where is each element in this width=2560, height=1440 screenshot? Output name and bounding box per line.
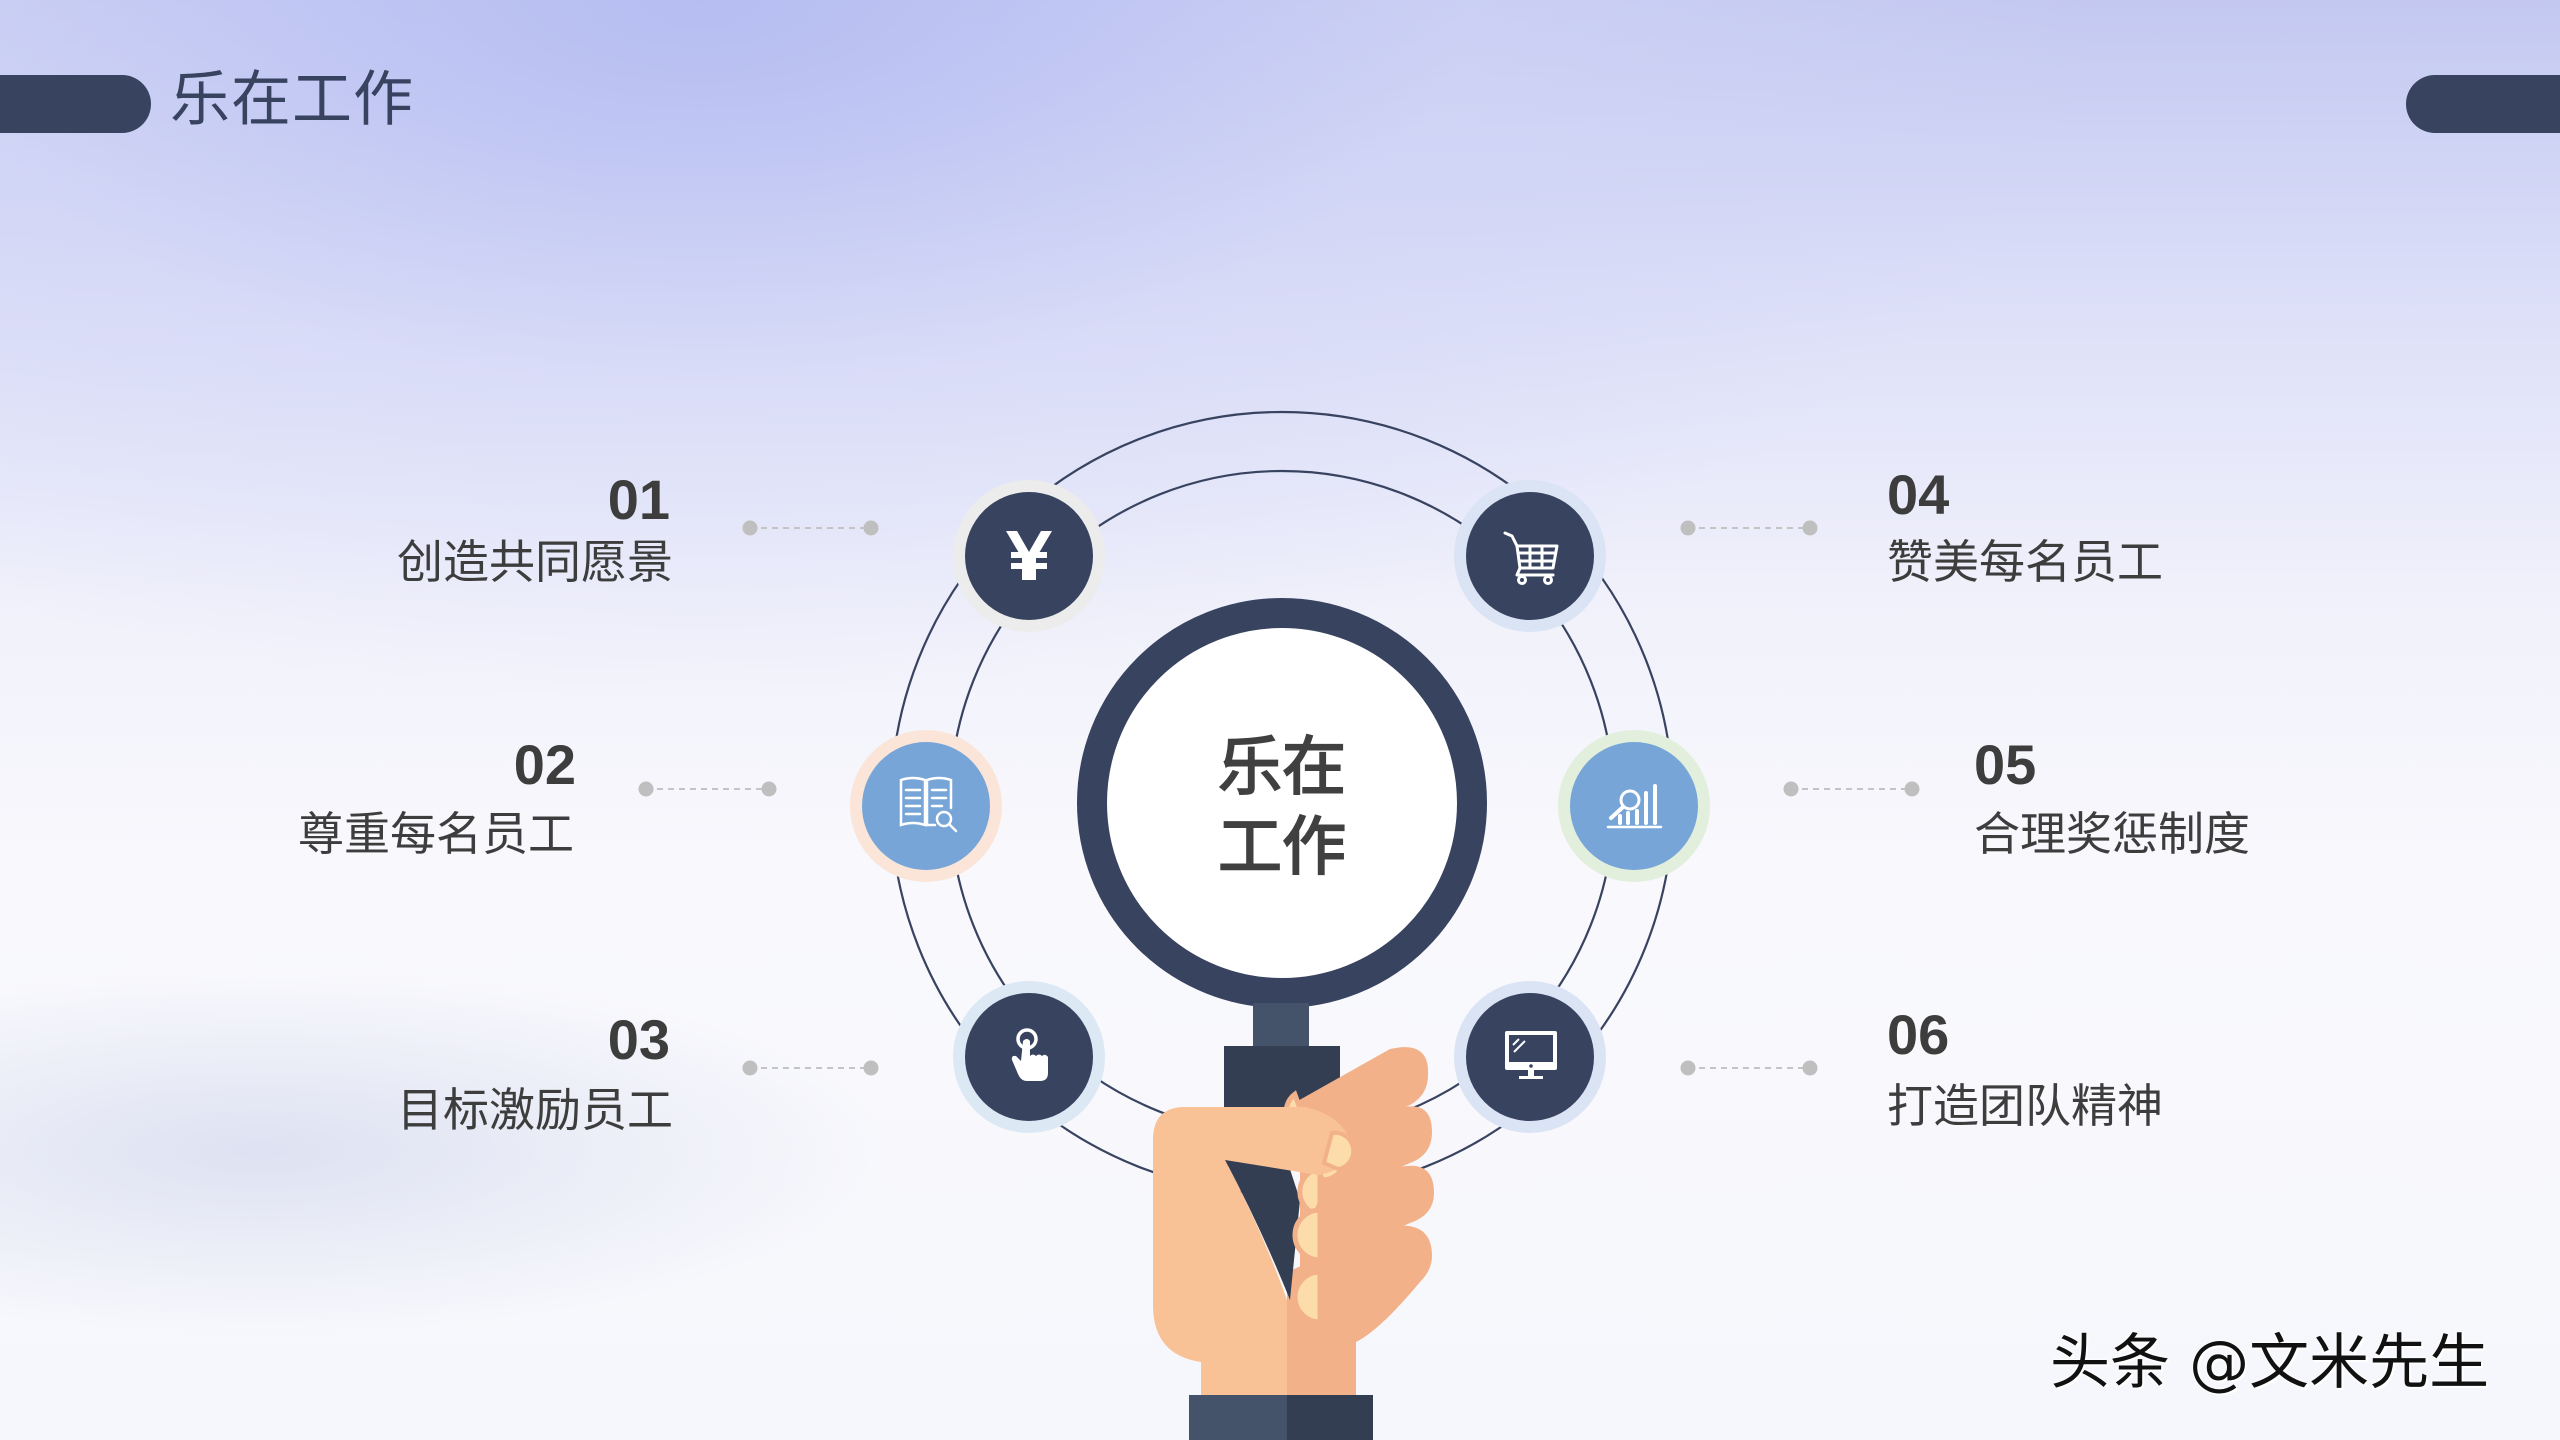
header-left-pill — [0, 75, 151, 133]
item-02-badge — [850, 730, 1002, 882]
item-04-label: 赞美每名员工 — [1887, 535, 2163, 589]
item-06-badge — [1454, 981, 1606, 1133]
watermark: 头条 @文米先生 — [2050, 1328, 2490, 1398]
sleeve-cuff-left — [1189, 1395, 1287, 1440]
item-05-label: 合理奖惩制度 — [1974, 807, 2250, 861]
item-06-number: 06 — [1887, 1003, 1950, 1066]
item-01-number: 01 — [607, 468, 670, 531]
yen-icon — [1006, 531, 1052, 580]
center-title-line-1: 乐在 — [1218, 731, 1346, 805]
item-05-badge — [1558, 730, 1710, 882]
item-03-number: 03 — [607, 1008, 670, 1071]
item-06-label: 打造团队精神 — [1887, 1079, 2163, 1133]
magnifier-graphic — [1077, 598, 1487, 1166]
item-05-number: 05 — [1974, 733, 2037, 796]
item-03-badge — [953, 981, 1105, 1133]
item-01-label: 创造共同愿景 — [397, 535, 673, 589]
item-03-label: 目标激励员工 — [397, 1083, 673, 1137]
center-title-line-2: 工作 — [1218, 811, 1346, 885]
item-04-badge — [1454, 480, 1606, 632]
hand-illustration — [1153, 1047, 1434, 1440]
book-search-icon — [899, 776, 958, 833]
item-01-badge — [953, 480, 1105, 632]
page-title: 乐在工作 — [170, 65, 414, 135]
connectors — [638, 520, 1920, 1076]
shopping-cart-icon — [1503, 531, 1559, 585]
item-02-label: 尊重每名员工 — [298, 807, 574, 861]
monitor-icon — [1505, 1031, 1557, 1079]
center-title: 乐在 工作 — [1182, 728, 1382, 888]
magnifier-neck — [1253, 1003, 1309, 1048]
item-04-number: 04 — [1887, 463, 1950, 526]
header-right-pill — [2406, 75, 2560, 133]
chart-search-icon — [1606, 784, 1663, 829]
hand-pointer-icon — [1011, 1028, 1048, 1081]
item-02-number: 02 — [513, 733, 576, 796]
sleeve-cuff-right — [1287, 1395, 1373, 1440]
